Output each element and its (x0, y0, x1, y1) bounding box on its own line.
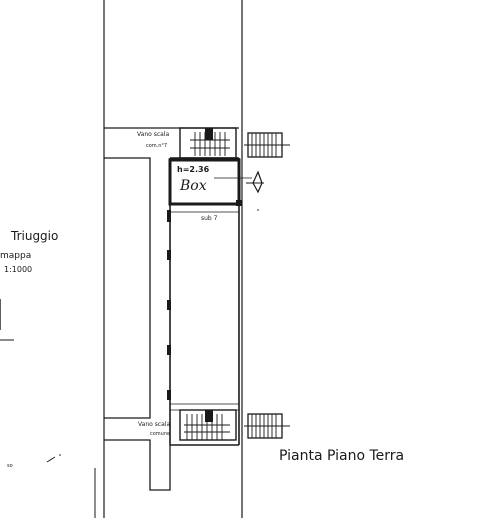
location-label: Triuggio (10, 229, 58, 243)
floor-title: Pianta Piano Terra (279, 448, 404, 464)
box-room (168, 158, 252, 206)
main-building-outline (167, 157, 240, 446)
stair-bottom-label: Vano scala (138, 421, 170, 428)
legend-bracket (0, 299, 14, 341)
box-name-label: Box (179, 178, 207, 194)
stair-top-sublabel: com.n°7 (146, 143, 167, 149)
stair-bottom (179, 409, 290, 441)
stair-bottom-sublabel: comune (150, 431, 170, 437)
entrance-arrow-icon (246, 170, 264, 194)
scale-label: 1:1000 (4, 265, 32, 274)
frame-lines (94, 0, 243, 518)
scribble-marks (46, 209, 259, 463)
stair-top (179, 127, 290, 159)
corner-mark-label: so (7, 463, 13, 469)
map-word-label: mappa (0, 251, 31, 261)
box-height-label: h=2.36 (177, 165, 210, 174)
stair-top-label: Vano scala (137, 131, 169, 138)
sub-number-label: sub 7 (201, 215, 218, 222)
